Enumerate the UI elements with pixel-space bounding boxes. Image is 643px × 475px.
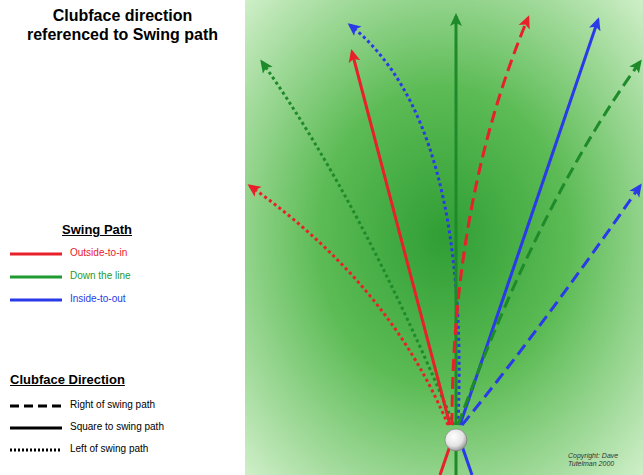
golf-ball (445, 429, 467, 451)
legend-line (10, 253, 62, 256)
legend-heading: Clubface Direction (10, 372, 125, 387)
legend-swatch (8, 442, 64, 458)
legend-text: Right of swing path (70, 399, 155, 410)
legend-swatch (8, 269, 64, 285)
legend-line (10, 276, 62, 279)
legend-line (10, 449, 62, 452)
legend-swatch (8, 292, 64, 308)
legend-line (10, 427, 62, 430)
legend-line (10, 405, 62, 408)
copyright-note: Copyright: Dave Tutelman 2000 (568, 452, 634, 468)
legend-text: Outside-to-in (70, 247, 127, 258)
legend-heading: Swing Path (62, 222, 132, 237)
legend-text: Square to swing path (70, 421, 164, 432)
legend-swatch (8, 246, 64, 262)
grass-ground (245, 0, 643, 475)
legend-swatch (8, 398, 64, 414)
legend-text: Down the line (70, 270, 131, 281)
ball-flight-arrows (250, 16, 640, 475)
legend-swatch (8, 420, 64, 436)
legend-line (10, 299, 62, 302)
legend-text: Left of swing path (70, 443, 148, 454)
diagram-title: Clubface direction referenced to Swing p… (10, 6, 235, 44)
legend-text: Inside-to-out (70, 293, 126, 304)
